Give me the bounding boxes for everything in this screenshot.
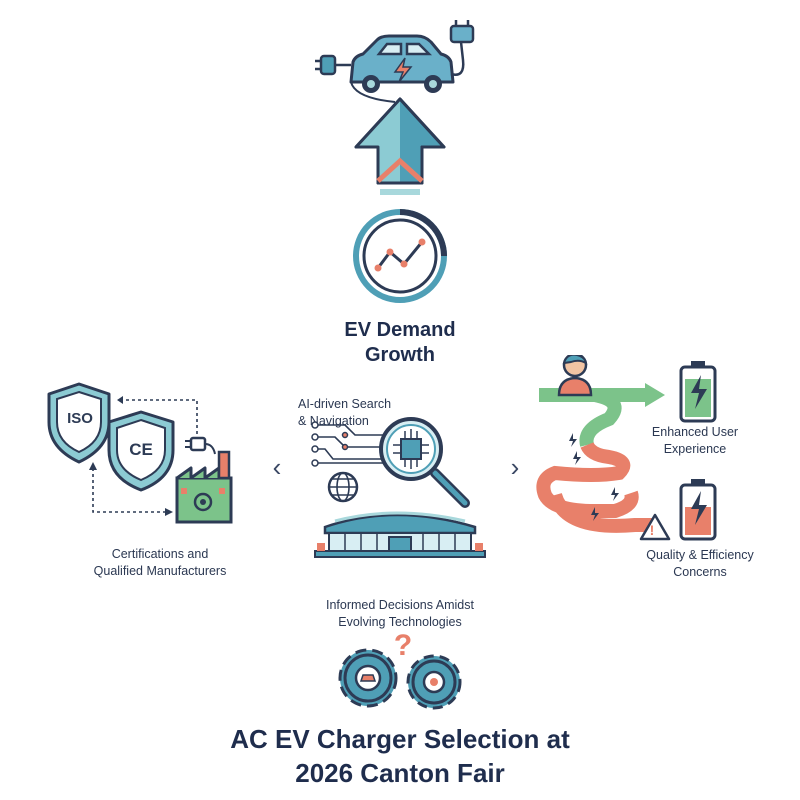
- quality-concerns-line1: Quality & Efficiency: [646, 548, 754, 562]
- ce-label: CE: [129, 440, 153, 459]
- enhanced-experience-line1: Enhanced User: [651, 425, 739, 439]
- warning-icon: [639, 513, 671, 541]
- certifications-caption-line1: Certifications and: [111, 547, 209, 561]
- warning-exclamation: !: [649, 522, 655, 538]
- iso-label: ISO: [67, 410, 93, 427]
- globe-icon: [327, 471, 359, 503]
- enhanced-experience-caption: Enhanced User Experience: [630, 424, 760, 458]
- circuit-traces: [315, 424, 385, 464]
- plug-icon: [185, 436, 216, 455]
- growth-gauge-icon: [353, 209, 447, 303]
- page-title: AC EV Charger Selection at 2026 Canton F…: [0, 722, 800, 790]
- gears-icon: [338, 648, 462, 710]
- demand-title-line2: Growth: [365, 344, 435, 366]
- demand-title-line1: EV Demand: [344, 319, 456, 341]
- quality-concerns-line2: Concerns: [673, 565, 727, 579]
- left-gear-icon: [338, 648, 398, 708]
- ai-search-label-line1: AI-driven Search: [298, 397, 392, 411]
- page-title-line1: AC EV Charger Selection at: [230, 724, 570, 754]
- next-arrow-button[interactable]: ›: [510, 452, 520, 482]
- previous-arrow-button[interactable]: ‹: [272, 452, 282, 482]
- convention-center-icon: [314, 511, 486, 558]
- quality-concerns-caption: Quality & Efficiency Concerns: [620, 547, 780, 581]
- ev-car-icon: [315, 20, 475, 103]
- user-journey-group: [536, 355, 717, 541]
- battery-low-icon: [679, 479, 717, 541]
- page-title-line2: 2026 Canton Fair: [295, 758, 505, 788]
- iso-shield-icon: [47, 382, 111, 464]
- growth-arrow-icon: [354, 97, 446, 195]
- factory-icon: [175, 450, 233, 524]
- right-gear-icon: [406, 654, 462, 710]
- battery-full-icon: [679, 361, 717, 423]
- certifications-caption-line2: Qualified Manufacturers: [93, 564, 227, 578]
- user-avatar-icon: [557, 355, 593, 397]
- enhanced-experience-line2: Experience: [663, 442, 727, 456]
- informed-decisions-line2: Evolving Technologies: [338, 615, 462, 629]
- magnifier-icon: [379, 417, 470, 508]
- ce-shield-icon: [107, 410, 175, 492]
- informed-decisions-line1: Informed Decisions Amidst: [326, 598, 474, 612]
- informed-decisions-caption: Informed Decisions Amidst Evolving Techn…: [275, 597, 525, 631]
- ai-search-group: [311, 417, 486, 558]
- question-mark-icon: ?: [393, 629, 413, 662]
- certifications-caption: Certifications and Qualified Manufacture…: [60, 546, 260, 580]
- certifications-group: [47, 382, 233, 524]
- demand-growth-title: EV Demand Growth: [300, 318, 500, 368]
